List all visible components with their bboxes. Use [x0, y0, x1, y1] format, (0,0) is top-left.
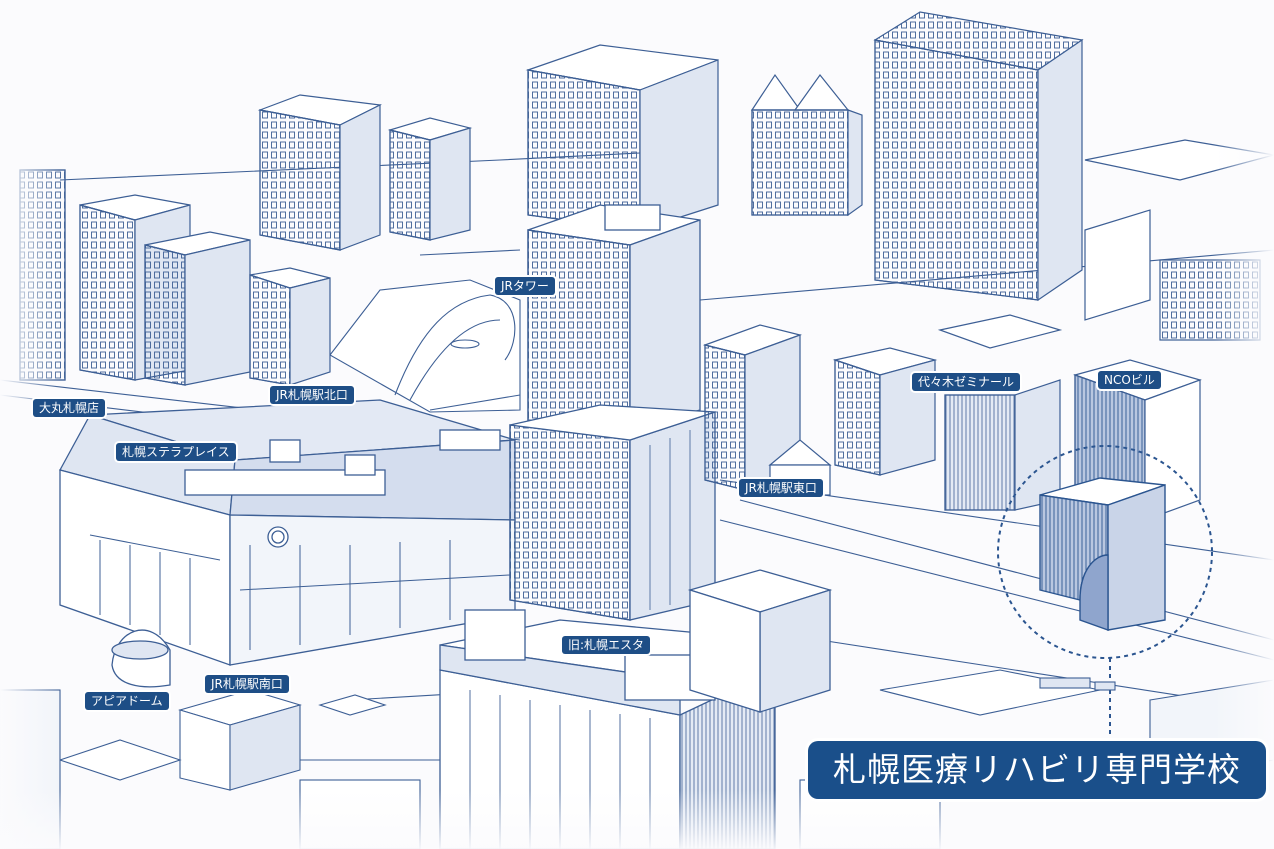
jr-tower	[509, 204, 716, 621]
stellar-place-building	[59, 399, 516, 666]
label-apia-dome[interactable]: アピアドーム	[85, 692, 169, 710]
school-building	[1039, 477, 1166, 631]
label-stellar-place[interactable]: 札幌ステラプレイス	[116, 443, 236, 461]
label-jr-tower[interactable]: JRタワー	[495, 277, 555, 295]
apia-dome	[111, 629, 171, 688]
label-east-exit[interactable]: JR札幌駅東口	[739, 479, 823, 497]
label-daimaru[interactable]: 大丸札幌店	[33, 399, 106, 417]
label-north-exit[interactable]: JR札幌駅北口	[270, 386, 354, 404]
far-buildings	[257, 11, 1274, 341]
label-nco-building[interactable]: NCOビル	[1098, 371, 1161, 389]
label-yoyogi-seminar[interactable]: 代々木ゼミナール	[912, 373, 1021, 391]
north-plaza	[329, 279, 521, 413]
destination-label[interactable]: 札幌医療リハビリ専門学校	[808, 741, 1266, 799]
label-south-exit[interactable]: JR札幌駅南口	[205, 675, 289, 693]
destination-marker	[997, 445, 1213, 740]
label-old-esta[interactable]: 旧:札幌エスタ	[562, 636, 651, 654]
